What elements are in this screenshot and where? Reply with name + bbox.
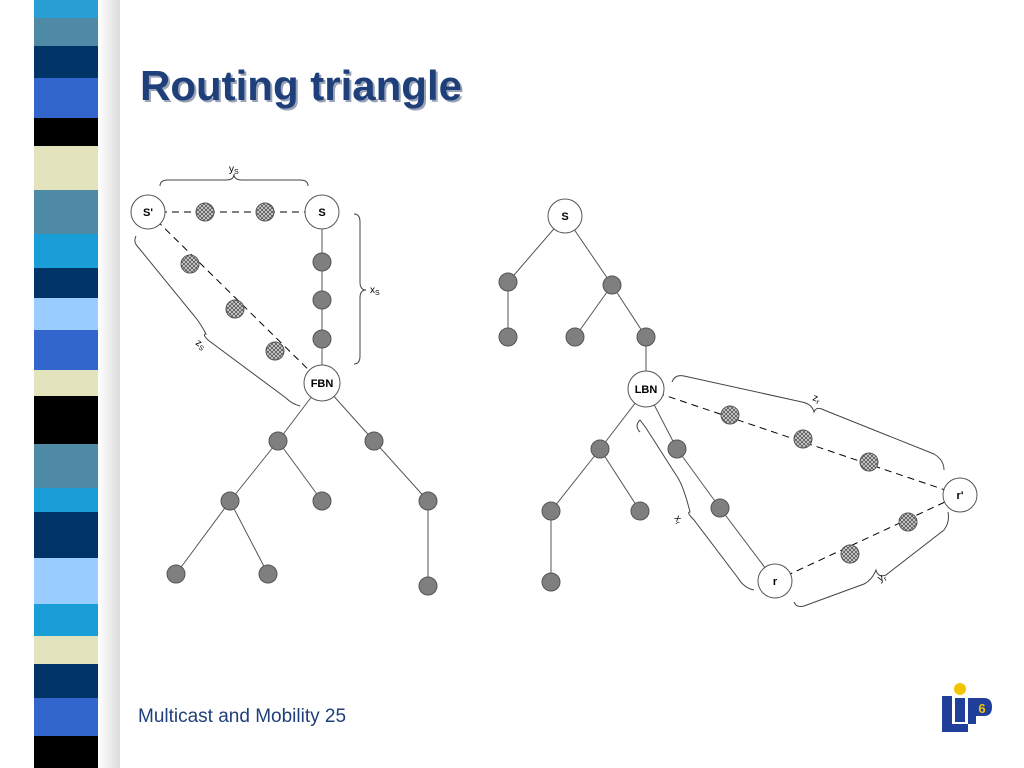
brace-y-s-label: yS	[229, 164, 239, 176]
router-node	[220, 491, 240, 511]
strip-band	[34, 46, 98, 78]
node-s-label: S	[318, 207, 325, 219]
node-r-prime	[942, 477, 978, 513]
tunnel-router-node	[720, 405, 740, 425]
tunnel-router-node	[255, 202, 275, 222]
slide-title: Routing triangle	[140, 62, 462, 109]
node-lbn-label: LBN	[635, 384, 658, 396]
left-tree-nodes: S' S FBN yS xS zS	[130, 164, 438, 596]
brace-x-r-label: xr	[671, 513, 685, 526]
brace-x-s	[353, 213, 367, 365]
router-node	[541, 572, 561, 592]
brace-z-r-label: zr	[811, 392, 823, 406]
tunnel-router-node	[840, 544, 860, 564]
router-node	[418, 491, 438, 511]
strip-band	[34, 146, 98, 190]
brace-x-r	[636, 419, 755, 591]
router-node	[498, 327, 518, 347]
router-node	[630, 501, 650, 521]
strip-band	[34, 298, 98, 330]
brace-z-s	[134, 235, 301, 407]
node-s	[304, 194, 340, 230]
node-r-prime-label: r'	[957, 490, 964, 502]
strip-band	[34, 330, 98, 370]
router-node	[268, 431, 288, 451]
router-node	[166, 564, 186, 584]
router-node	[541, 501, 561, 521]
node-lbn	[627, 370, 665, 408]
tunnel-router-node	[180, 254, 200, 274]
strip-band	[34, 488, 98, 512]
strip-band	[34, 698, 98, 736]
lip6-logo: 6	[942, 683, 992, 732]
strip-band	[34, 636, 98, 664]
router-node	[312, 252, 332, 272]
router-node	[418, 576, 438, 596]
svg-text:6: 6	[978, 701, 985, 716]
router-node	[602, 275, 622, 295]
strip-band	[34, 234, 98, 268]
node-fbn-label: FBN	[311, 378, 334, 390]
brace-y-r-label: yr	[876, 571, 889, 585]
strip-band	[34, 190, 98, 234]
router-node	[498, 272, 518, 292]
node-r-label: r	[773, 576, 778, 588]
strip-band	[34, 396, 98, 444]
strip-band	[34, 268, 98, 298]
node-s-prime	[130, 194, 166, 230]
router-node	[312, 329, 332, 349]
brace-z-r	[671, 375, 945, 471]
strip-band	[34, 664, 98, 698]
decorative-side-strip	[34, 0, 120, 768]
strip-band	[34, 512, 98, 558]
strip-band	[34, 370, 98, 396]
tunnel-router-node	[195, 202, 215, 222]
node-s-right	[547, 198, 583, 234]
router-node	[710, 498, 730, 518]
router-node	[258, 564, 278, 584]
tunnel-router-node	[225, 299, 245, 319]
tunnel-router-node	[265, 341, 285, 361]
strip-band	[34, 118, 98, 146]
left-tree	[134, 173, 429, 586]
brace-y-s	[159, 173, 309, 187]
router-node	[312, 491, 332, 511]
router-node	[312, 290, 332, 310]
router-node	[667, 439, 687, 459]
slide-footer: Multicast and Mobility 25	[138, 706, 347, 727]
tunnel-router-node	[898, 512, 918, 532]
node-r	[757, 563, 793, 599]
right-tree	[507, 215, 961, 607]
strip-band	[34, 18, 98, 46]
router-node	[636, 327, 656, 347]
strip-band	[34, 444, 98, 488]
strip-band	[34, 78, 98, 118]
brace-z-s-label: zS	[193, 337, 208, 353]
brace-y-r	[793, 511, 949, 607]
router-node	[590, 439, 610, 459]
tunnel-router-node	[793, 429, 813, 449]
node-s-prime-label: S'	[143, 207, 153, 219]
brace-x-s-label: xS	[370, 285, 380, 297]
node-s-right-label: S	[561, 211, 568, 223]
strip-band	[34, 604, 98, 636]
tunnel-router-node	[859, 452, 879, 472]
router-node	[565, 327, 585, 347]
strip-band	[34, 558, 98, 604]
router-node	[364, 431, 384, 451]
right-tree-nodes: S LBN r' r zr xr yr	[498, 198, 978, 599]
strip-band	[34, 0, 98, 18]
node-fbn	[303, 364, 341, 402]
strip-band	[34, 736, 98, 768]
